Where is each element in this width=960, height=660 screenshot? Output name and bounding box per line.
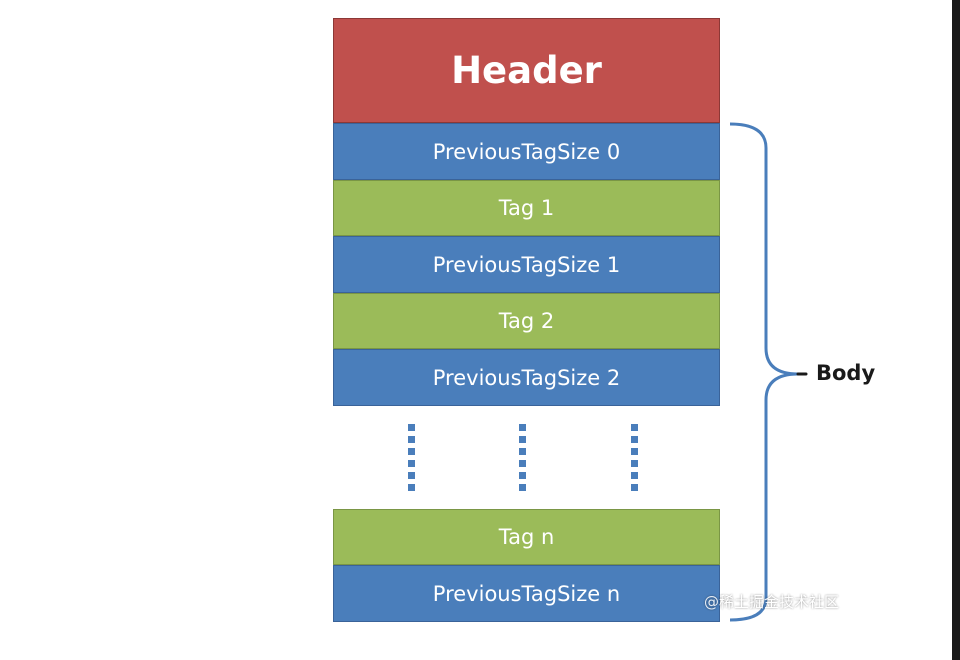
body-brace	[730, 122, 808, 622]
tag-block-1: Tag 1	[333, 180, 720, 236]
block-label: PreviousTagSize 2	[432, 365, 621, 390]
window-edge	[952, 0, 960, 660]
body-label: Body	[816, 361, 876, 385]
ellipsis-dots-center	[519, 424, 526, 496]
previous-tag-size-block-2: PreviousTagSize 2	[333, 349, 720, 406]
block-label: Tag 1	[498, 196, 555, 220]
header-block: Header	[333, 18, 720, 123]
tag-block-2: Tag 2	[333, 293, 720, 349]
watermark: @稀土掘金技术社区	[704, 593, 840, 611]
block-label: Tag n	[498, 525, 555, 549]
ellipsis-dots-right	[631, 424, 638, 496]
ellipsis-dots-left	[408, 424, 415, 496]
block-label: Tag 2	[498, 309, 555, 333]
header-label: Header	[451, 49, 602, 92]
previous-tag-size-block-1: PreviousTagSize 1	[333, 236, 720, 293]
block-label: PreviousTagSize 0	[432, 139, 621, 164]
tag-block-n: Tag n	[333, 509, 720, 565]
block-label: PreviousTagSize 1	[432, 252, 621, 277]
previous-tag-size-block-n: PreviousTagSize n	[333, 565, 720, 622]
block-label: PreviousTagSize n	[432, 581, 621, 606]
previous-tag-size-block-0: PreviousTagSize 0	[333, 123, 720, 180]
